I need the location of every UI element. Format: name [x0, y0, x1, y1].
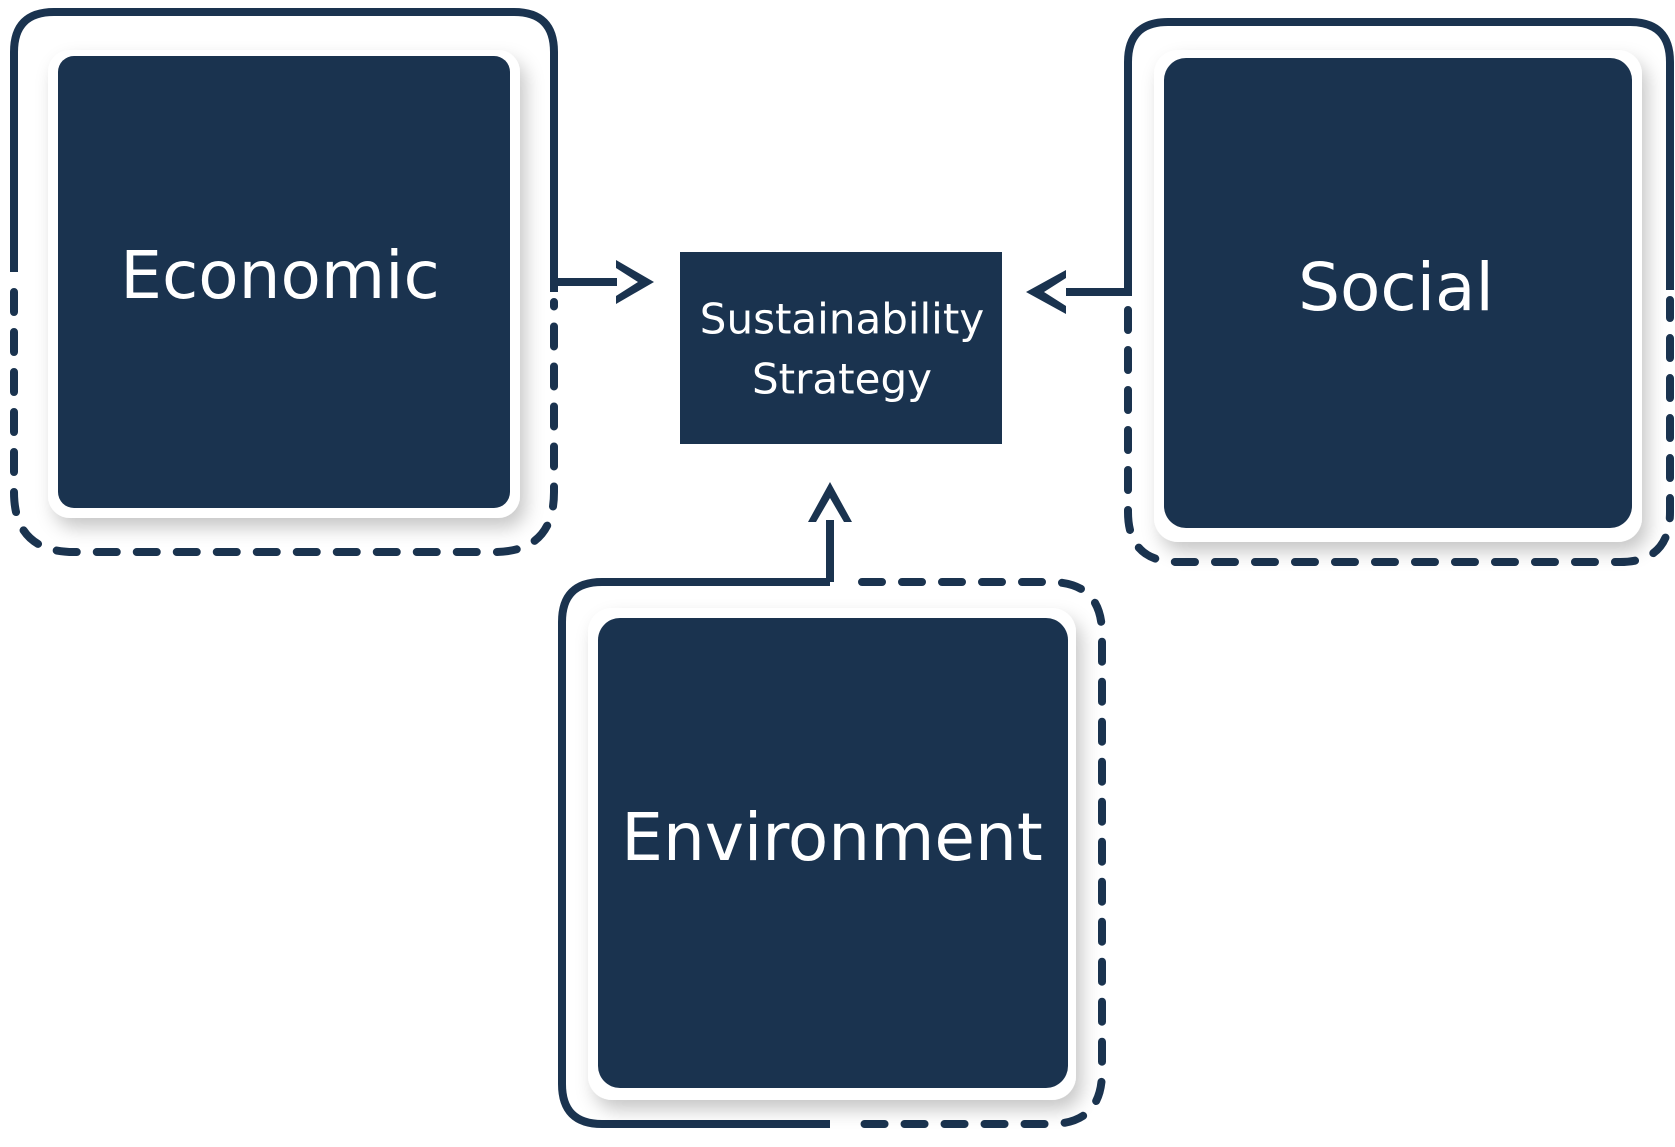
sustainability-strategy-node: Sustainability Strategy — [680, 252, 1002, 444]
economic-pillar: Economic — [10, 8, 558, 556]
arrowhead-up-icon — [808, 482, 852, 522]
environment-pillar: Environment — [558, 578, 1106, 1128]
center-label-line1: Sustainability — [700, 295, 984, 344]
connector-environment — [808, 482, 852, 582]
social-frame-solid — [1124, 18, 1674, 296]
social-frame-dashed — [1124, 296, 1674, 566]
arrowhead-left-icon — [1026, 270, 1066, 314]
social-pillar: Social — [1124, 18, 1674, 566]
environment-frame-dashed — [858, 578, 1106, 1128]
arrowhead-right-icon — [616, 260, 654, 304]
economic-box — [58, 56, 510, 508]
social-box — [1164, 58, 1632, 528]
economic-label: Economic — [120, 237, 440, 314]
center-box — [680, 252, 1002, 444]
environment-frame-solid — [558, 578, 830, 1128]
environment-box — [598, 618, 1068, 1088]
connector-economic — [554, 260, 654, 304]
connector-social — [1026, 270, 1128, 314]
environment-label: Environment — [621, 799, 1042, 876]
economic-frame-solid — [10, 8, 558, 292]
social-label: Social — [1298, 249, 1494, 326]
center-label-line2: Strategy — [752, 355, 932, 404]
